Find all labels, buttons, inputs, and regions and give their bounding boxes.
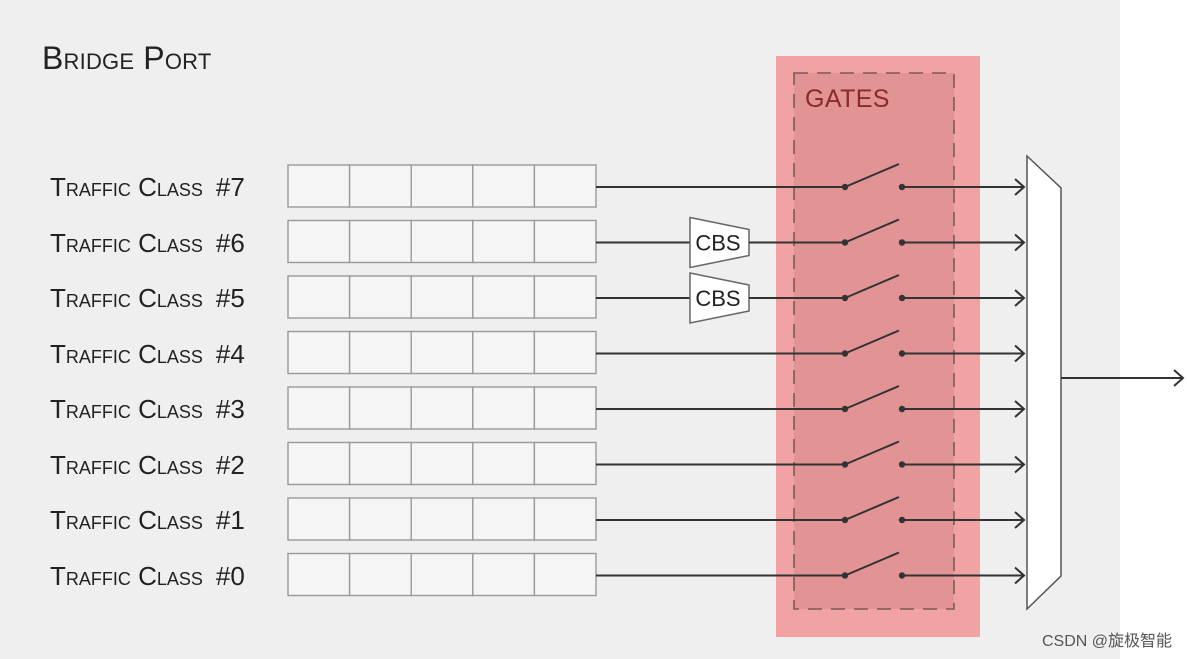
queue-slot — [533, 441, 597, 486]
cbs-label: CBS — [695, 231, 740, 256]
arrow-head — [1014, 344, 1026, 363]
traffic-class-text: Traffic Class — [50, 338, 203, 369]
queue-slot — [287, 497, 351, 541]
gate-switch-lever — [844, 551, 900, 577]
queue-slot — [348, 219, 412, 264]
queue-slot — [287, 441, 351, 486]
queue-slot — [410, 330, 474, 375]
queue-slot — [287, 164, 351, 208]
traffic-class-text: Traffic Class — [50, 283, 203, 313]
queue-slot — [533, 497, 597, 541]
gate-switch-lever — [844, 385, 900, 410]
queue-slot — [472, 441, 536, 486]
traffic-class-text: Traffic Class — [50, 394, 203, 424]
queue-slot — [287, 330, 351, 375]
queue-slot — [287, 275, 351, 319]
traffic-class-label: Traffic Class #2 — [50, 452, 245, 478]
queue-slot — [348, 386, 412, 430]
arrow-head — [1014, 178, 1026, 196]
traffic-class-number: #3 — [215, 394, 245, 424]
arrow-head — [1014, 455, 1026, 474]
traffic-class-number: #0 — [215, 560, 245, 591]
gate-switch-lever — [844, 274, 900, 299]
gate-switch-lever — [844, 496, 900, 521]
traffic-class-text: Traffic Class — [50, 560, 203, 591]
traffic-class-number: #6 — [215, 227, 245, 258]
queue-slot — [287, 552, 351, 597]
port-output-arrow-head — [1173, 369, 1185, 387]
queue-slot — [348, 330, 412, 375]
queue-slot — [348, 441, 412, 486]
traffic-class-label: Traffic Class #4 — [50, 341, 245, 367]
queue-slot — [348, 497, 412, 541]
traffic-class-number: #2 — [215, 449, 245, 480]
arrow-head — [1014, 400, 1026, 418]
gate-switch-lever — [844, 440, 900, 466]
queue-slot — [410, 497, 474, 541]
queue-slot — [472, 386, 536, 430]
queue-slot — [533, 386, 597, 430]
traffic-class-label: Traffic Class #6 — [50, 230, 245, 256]
gates-label: GATES — [805, 85, 890, 113]
queue-slot — [410, 552, 474, 597]
queue-slot — [472, 275, 536, 319]
traffic-class-text: Traffic Class — [50, 172, 203, 202]
arrow-head — [1014, 511, 1026, 529]
arrow-head — [1014, 566, 1026, 585]
traffic-class-text: Traffic Class — [50, 505, 203, 535]
queue-slot — [348, 164, 412, 208]
cbs-label: CBS — [695, 286, 740, 311]
arrow-head — [1014, 233, 1026, 252]
watermark: CSDN @旋极智能 — [1041, 633, 1172, 650]
traffic-class-number: #1 — [215, 505, 245, 535]
queue-slot — [472, 497, 536, 541]
queue-slot — [533, 164, 597, 208]
transmission-selector — [1026, 154, 1062, 611]
traffic-class-text: Traffic Class — [50, 227, 203, 258]
queue-slot — [533, 330, 597, 375]
queue-slot — [410, 441, 474, 486]
queue-slot — [410, 275, 474, 319]
traffic-class-label: Traffic Class #3 — [50, 396, 245, 422]
queue-slot — [472, 552, 536, 597]
cbs-shaper-block — [689, 216, 750, 269]
queue-slot — [472, 164, 536, 208]
queue-slot — [348, 552, 412, 597]
traffic-class-label: Traffic Class #0 — [50, 563, 245, 589]
traffic-class-label: Traffic Class #1 — [50, 507, 245, 533]
queue-slot — [533, 275, 597, 319]
traffic-class-label: Traffic Class #5 — [50, 285, 245, 311]
queue-slot — [533, 219, 597, 264]
queue-slot — [533, 552, 597, 597]
queue-slot — [348, 275, 412, 319]
arrow-head — [1014, 289, 1026, 307]
diagram-title: Bridge Port — [42, 40, 212, 76]
queue-slot — [287, 386, 351, 430]
queue-slot — [410, 164, 474, 208]
queue-slot — [287, 219, 351, 264]
traffic-class-number: #5 — [215, 283, 245, 313]
queue-slot — [472, 219, 536, 264]
traffic-class-number: #7 — [215, 172, 245, 202]
gate-switch-lever — [844, 329, 900, 355]
gate-switch-lever — [844, 163, 900, 188]
cbs-shaper-block — [689, 272, 750, 324]
traffic-class-label: Traffic Class #7 — [50, 174, 245, 200]
queue-slot — [472, 330, 536, 375]
traffic-class-number: #4 — [215, 338, 245, 369]
queue-slot — [410, 219, 474, 264]
queue-slot — [410, 386, 474, 430]
traffic-class-text: Traffic Class — [50, 449, 203, 480]
gate-switch-lever — [844, 218, 900, 244]
